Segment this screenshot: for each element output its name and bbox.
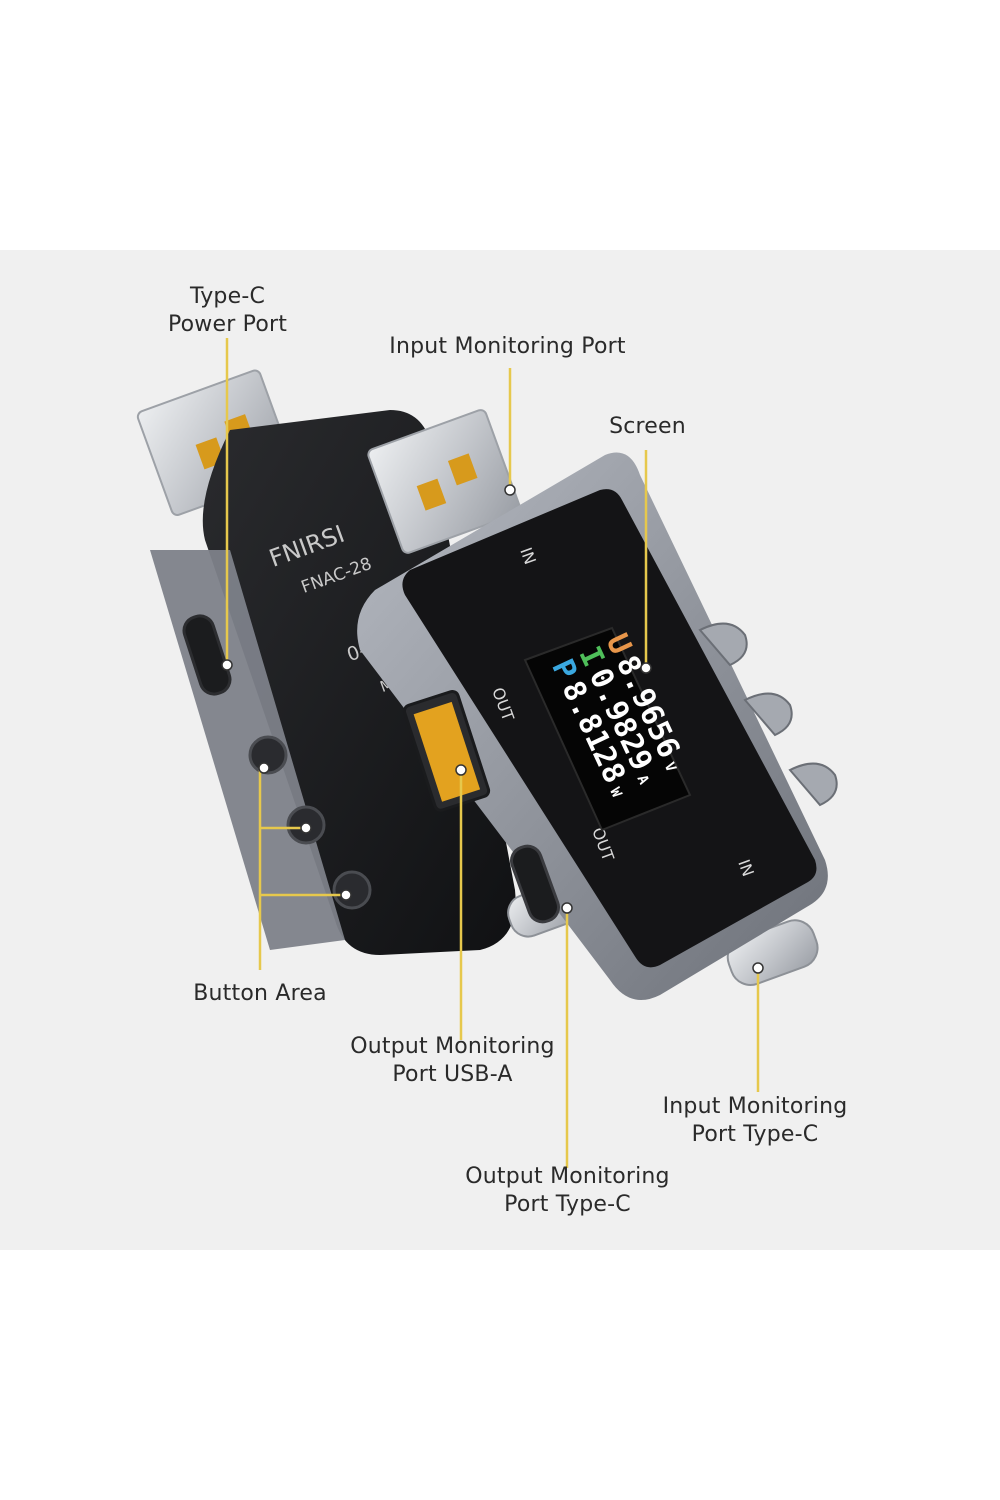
usb-contact (447, 453, 478, 486)
callout-screen-line1: Screen (609, 414, 686, 439)
callout-power-port: Type-C Power Port (150, 283, 305, 339)
type-c-output-port (510, 844, 560, 924)
usb-contact (416, 478, 447, 511)
callout-output-usb-a-line1: Output Monitoring (350, 1034, 555, 1059)
rear-device: FNIRSI FNAC-28 0-24 MADE (136, 369, 516, 955)
port-label-in-top: IN (516, 545, 540, 567)
rear-device-body (202, 410, 516, 955)
callout-output-type-c-line2: Port Type-C (504, 1192, 631, 1217)
callout-output-type-c-line1: Output Monitoring (465, 1164, 670, 1189)
callout-screen: Screen (590, 413, 705, 441)
callout-input-type-c-line2: Port Type-C (691, 1122, 819, 1147)
product-panel: FNIRSI FNAC-28 0-24 MADE (0, 250, 1000, 1250)
button-1 (248, 735, 288, 775)
input-usb-a-plug (367, 409, 522, 554)
port-label-in-bottom: IN (734, 857, 758, 879)
leader-lines (225, 338, 760, 1168)
callout-button-area: Button Area (180, 980, 340, 1008)
callout-button-area-line1: Button Area (193, 981, 327, 1006)
callout-input-type-c: Input Monitoring Port Type-C (645, 1093, 865, 1149)
side-ridges (698, 622, 838, 807)
callout-input-port: Input Monitoring Port (370, 333, 645, 361)
leader-dots (221, 484, 764, 974)
type-c-power-port (182, 614, 232, 696)
callout-output-type-c: Output Monitoring Port Type-C (450, 1163, 685, 1219)
callout-input-port-line1: Input Monitoring Port (389, 334, 626, 359)
callout-power-port-line2: Power Port (167, 312, 288, 337)
button-3 (332, 870, 372, 910)
callout-power-port-line1: Type-C (189, 284, 266, 309)
callout-output-usb-a-line2: Port USB-A (392, 1062, 513, 1087)
output-usb-a-port (402, 689, 491, 812)
device-illustration: FNIRSI FNAC-28 0-24 MADE (136, 338, 838, 1168)
callout-input-type-c-line1: Input Monitoring (662, 1094, 848, 1119)
callout-output-usb-a: Output Monitoring Port USB-A (335, 1033, 570, 1089)
